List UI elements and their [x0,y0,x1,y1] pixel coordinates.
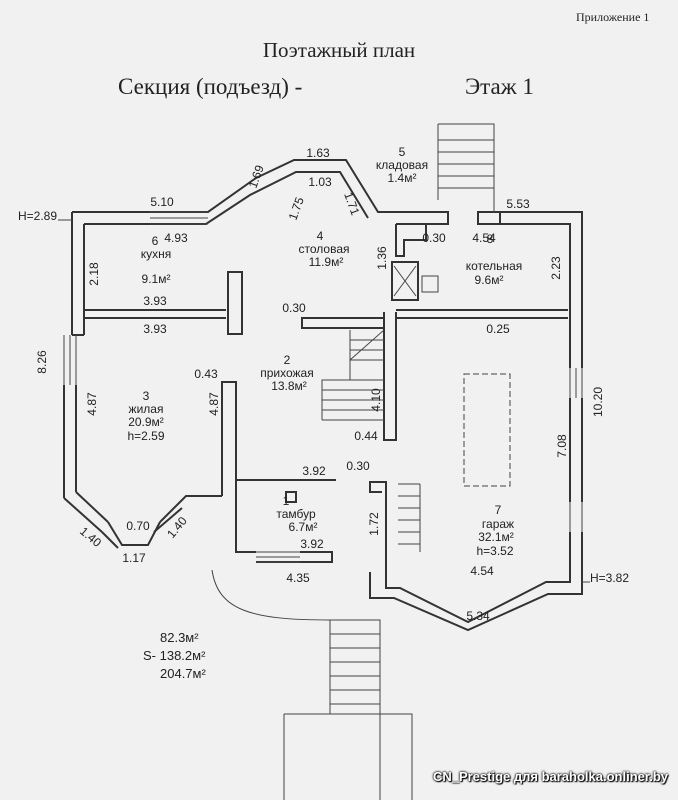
room-8-num: 8 [487,232,494,246]
dim-label: 1.71 [341,190,362,217]
dim-label: 1.75 [286,195,307,222]
room-2-name: прихожая [260,366,313,380]
dim-label: 1.17 [122,551,146,565]
room-7-name: гараж [482,517,514,531]
room-1-name: тамбур [276,507,316,521]
level-right: H=3.82 [590,571,629,585]
dim-label: 4.87 [85,392,99,416]
dim-label: 3.93 [143,294,167,308]
dim-label: 4.35 [286,571,310,585]
appendix-label: Приложение 1 [576,10,650,24]
dim-label: 2.18 [87,262,101,286]
room-6-name: кухня [141,247,172,261]
floor-label: Этаж 1 [465,74,534,99]
plan-title: Поэтажный план [262,38,416,62]
dimension-labels: 1.63 1.03 1.69 1.75 1.71 5.10 4.93 2.18 … [35,146,605,623]
room-3-num: 3 [143,389,150,403]
total-area-2: S- 138.2м² [143,648,206,663]
dim-label: 1.40 [77,524,104,550]
dim-label: 8.26 [35,350,49,374]
room-1-num: 1 [283,494,290,508]
room-6-area: 9.1м² [142,272,171,286]
dim-label: 4.54 [472,231,496,245]
room-7-height: h=3.52 [476,544,513,558]
room-3-name: жилая [129,402,164,416]
dim-label: 7.08 [555,434,569,458]
dim-label: 3.93 [143,322,167,336]
total-area-1: 82.3м² [160,630,199,645]
section-label: Секция (подъезд) - [118,74,303,99]
room-3-height: h=2.59 [127,429,164,443]
level-left: H=2.89 [18,209,57,223]
dim-label: 4.54 [470,564,494,578]
room-4-area: 11.9м² [309,255,344,269]
room-5-area: 1.4м² [388,171,417,185]
room-6-num: 6 [152,234,159,248]
dim-label: 2.23 [549,256,563,280]
dim-label: 1.03 [308,175,332,189]
room-1-area: 6.7м² [289,520,318,534]
room-2-area: 13.8м² [271,379,307,393]
room-4-name: столовая [299,242,350,256]
dim-label: 1.40 [164,514,190,541]
dim-label: 5.10 [150,195,174,209]
dim-label: 1.63 [306,146,330,160]
dim-label: 3.92 [302,464,326,478]
room-labels: 1 тамбур 6.7м² 2 прихожая 13.8м² 3 жилая… [127,145,522,558]
room-7-num: 7 [495,503,502,517]
dim-label: 1.36 [375,246,389,270]
area-totals: 82.3м² S- 138.2м² 204.7м² [143,630,206,681]
room-8-name: котельная [466,259,522,273]
dim-label: 0.44 [354,429,378,443]
room-5-num: 5 [399,145,406,159]
room-4-num: 4 [317,229,324,243]
dim-label: 1.69 [246,163,267,190]
room-7-area: 32.1м² [478,530,514,544]
room-5-name: кладовая [376,158,428,172]
dim-label: 5.53 [506,197,530,211]
dim-label: 1.72 [367,512,381,536]
room-2-num: 2 [284,353,291,367]
dim-label: 0.43 [194,367,218,381]
dim-label: 0.30 [422,231,446,245]
dim-label: 4.10 [369,388,383,412]
dim-label: 4.93 [164,231,188,245]
walls [63,123,583,800]
dim-label: 0.70 [126,519,150,533]
dim-label: 0.30 [282,301,306,315]
dim-label: 3.92 [300,537,324,551]
room-8-area: 9.6м² [475,273,504,287]
room-3-area: 20.9м² [128,415,164,429]
dim-label: 10.20 [591,387,605,417]
dim-label: 0.30 [346,459,370,473]
dim-label: 5.34 [466,609,490,623]
total-area-3: 204.7м² [160,666,206,681]
dim-label: 4.87 [207,392,221,416]
watermark: CN_Prestige для baraholka.onliner.by [432,769,668,784]
dim-label: 0.25 [486,322,510,336]
